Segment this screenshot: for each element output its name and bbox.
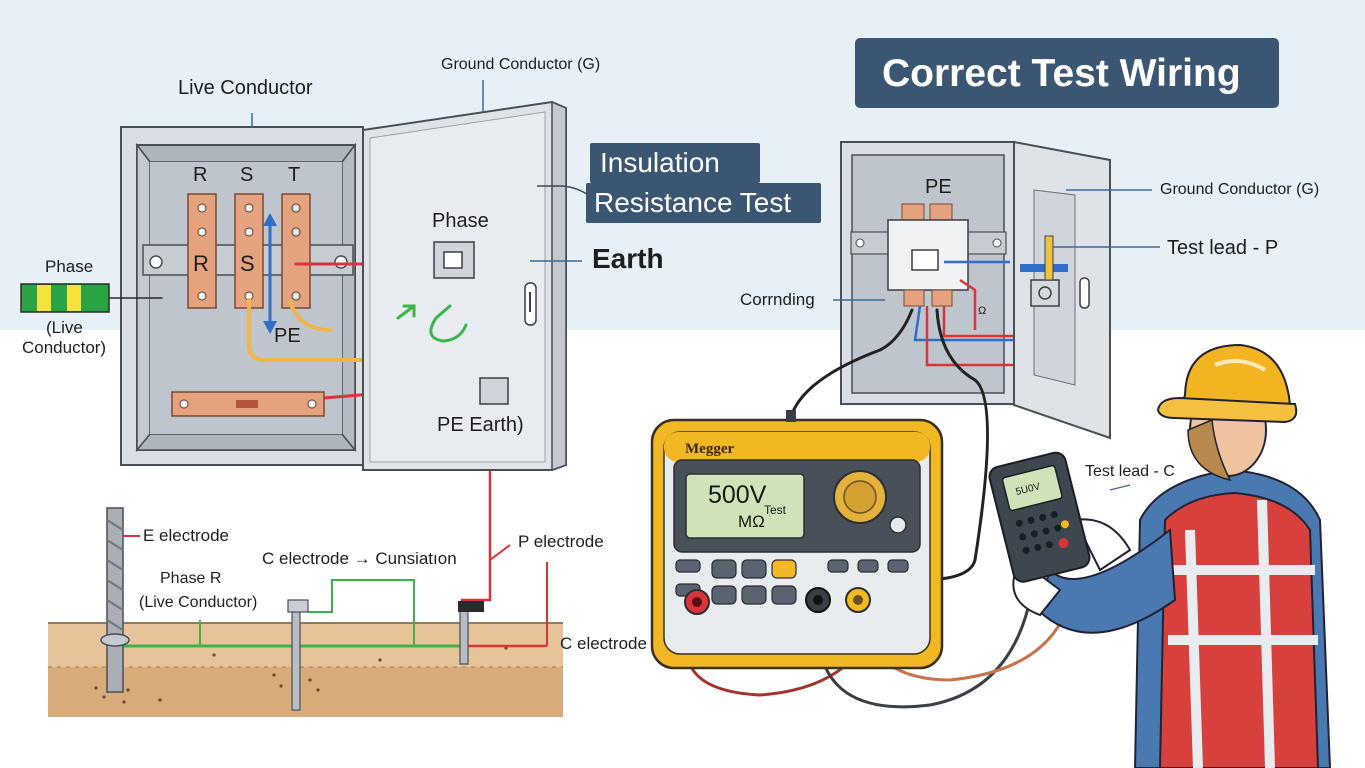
callout-line2: Resistance Test <box>594 187 792 218</box>
corrnding-label: Corrnding <box>740 290 815 309</box>
ground-conductor-label: Ground Conductor (G) <box>441 56 601 73</box>
callout-line1: Insulation <box>600 147 720 178</box>
right-ground-conductor-label: Ground Conductor (G) <box>1160 181 1320 198</box>
return-arrow-icon <box>396 304 468 343</box>
door-handle-icon <box>524 282 537 326</box>
test-lead-c-label: Test lead - C <box>1085 463 1175 480</box>
page-title: Correct Test Wiring <box>882 52 1241 95</box>
bus-inner-label-s: S <box>240 251 255 276</box>
p-electrode-rod <box>458 601 484 665</box>
e-electrode-rod <box>100 507 130 693</box>
meter-test-label: Test <box>764 503 787 517</box>
megger-meter <box>650 410 944 670</box>
meter-brand: Megger <box>685 441 735 457</box>
callout-line2-box: Resistance Test <box>586 183 821 223</box>
callout-line1-box: Insulation <box>590 143 760 183</box>
terminal-red <box>684 589 710 615</box>
live-conductor-label: Live Conductor <box>178 77 313 99</box>
p-electrode-label: P electrode <box>518 532 604 551</box>
c-electrode-rod <box>287 599 309 711</box>
pe-earth-label: PE Earth) <box>437 414 524 436</box>
title-banner: Correct Test Wiring <box>855 38 1279 108</box>
bus-bars <box>187 193 311 309</box>
terminal-yellow <box>845 587 871 613</box>
left-door <box>251 80 591 472</box>
phase-swatch <box>20 283 110 313</box>
arrow-up-down-icon <box>263 213 277 334</box>
c-electrode-label: C electrode <box>560 634 647 653</box>
meter-unit: MΩ <box>738 512 765 531</box>
phase-side-label: Phase <box>45 257 94 276</box>
bus-label-s: S <box>240 164 254 186</box>
phase-door-label: Phase <box>432 210 489 232</box>
right-pe-label: PE <box>925 176 952 198</box>
technician <box>1012 343 1332 768</box>
test-lead-p-label: Test lead - P <box>1167 237 1279 259</box>
bottom-terminal-rail <box>171 391 325 417</box>
terminal-black <box>805 587 831 613</box>
live-conductor-ground-label: (Live Conductor) <box>139 594 258 611</box>
handheld-meter: 5U0V <box>988 451 1131 583</box>
bus-label-t: T <box>288 164 301 186</box>
meter-display <box>685 473 805 539</box>
live-side-label-line1: (Live <box>46 318 83 337</box>
ground-section <box>48 507 563 717</box>
e-electrode-label: E electrode <box>143 526 229 545</box>
omega-label: Ω <box>978 305 987 317</box>
bus-inner-label-r: R <box>193 251 209 276</box>
phase-r-label: Phase R <box>160 570 222 587</box>
bus-bar-r <box>187 193 217 309</box>
live-side-label-line2: Conductor) <box>22 338 107 357</box>
right-cabinet <box>833 140 1160 440</box>
bus-bar-s <box>234 193 264 309</box>
pe-label: PE <box>274 325 301 347</box>
bus-label-r: R <box>193 164 208 186</box>
c-electrode-consumption-label: C electrode → Cunsiatıon <box>262 549 457 568</box>
meter-voltage: 500V <box>708 481 767 509</box>
bus-bar-t <box>281 193 311 309</box>
earth-label: Earth <box>592 243 664 274</box>
breaker-block <box>887 203 969 307</box>
